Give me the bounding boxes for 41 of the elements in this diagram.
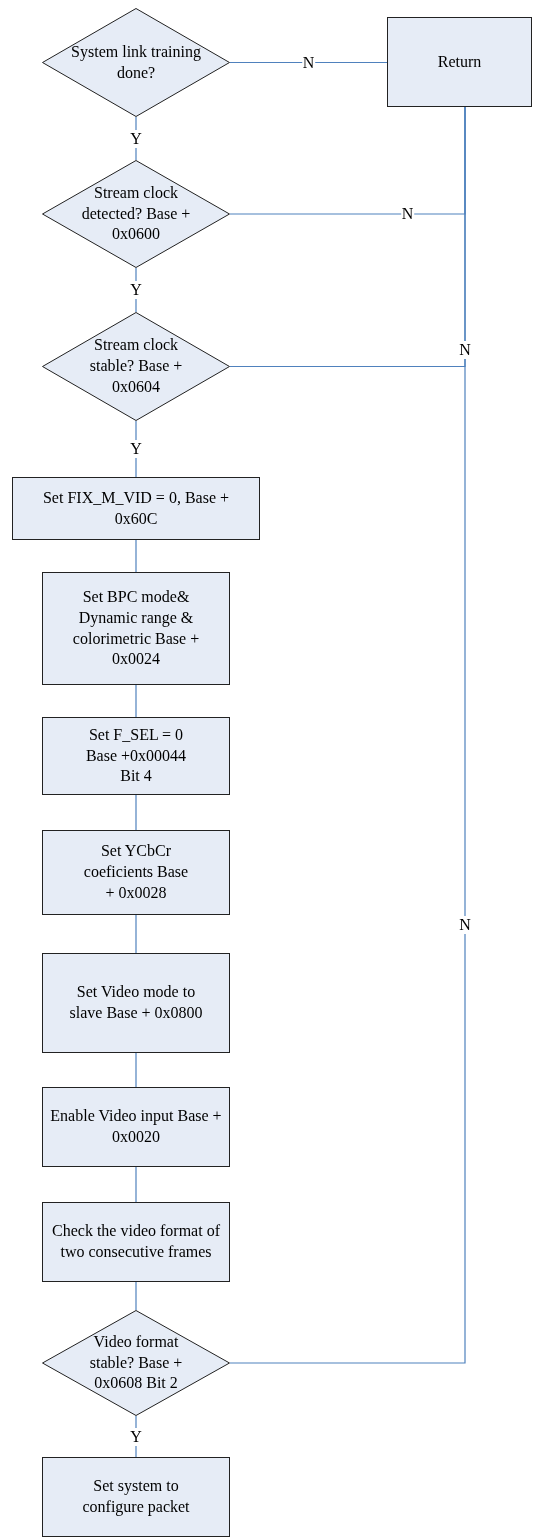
node-text: Video format stable? Base + 0x0608 Bit 2 [88, 1331, 184, 1394]
edge-label: Y [129, 1427, 143, 1446]
process-box [42, 1457, 230, 1537]
decision-diamond [42, 312, 230, 421]
node-text: Set Video mode to slave Base + 0x0800 [68, 982, 204, 1023]
process-box [387, 17, 532, 107]
process-box [42, 830, 230, 915]
edge-label: N [458, 341, 472, 359]
process-box [42, 717, 230, 795]
node-text: Set FIX_M_VID = 0, Base + 0x60C [41, 487, 230, 529]
connector-line [135, 539, 137, 573]
connector-line [229, 106, 466, 1364]
edge-label: Y [129, 281, 143, 299]
node-text: Set YCbCr coeficients Base + 0x0028 [82, 841, 190, 903]
connector-line [135, 794, 137, 831]
edge-label: Y [129, 129, 143, 148]
node-text: Check the video format of two consecutive frames [51, 1221, 221, 1262]
node-text: Return [437, 51, 482, 72]
process-box [42, 953, 230, 1053]
connector-line [135, 1052, 137, 1088]
node-text: Stream clock detected? Base + 0x0600 [80, 182, 192, 245]
connector-line [229, 61, 388, 64]
decision-diamond [42, 8, 230, 117]
decision-diamond [42, 160, 230, 268]
connector-line [135, 914, 137, 954]
connector-line [135, 1281, 137, 1311]
node-text: Set BPC mode& Dynamic range & colorimetric Base + 0x0024 [71, 586, 201, 670]
connector-line [135, 1166, 137, 1203]
node-text: Stream clock stable? Base + 0x0604 [88, 335, 184, 397]
connector-line [135, 684, 137, 718]
node-text: Enable Video input Base + 0x0020 [49, 1106, 223, 1147]
process-box [42, 1087, 230, 1167]
node-text: Set system to configure packet [81, 1476, 191, 1518]
edge-label: Y [129, 440, 143, 458]
decision-diamond [42, 1310, 230, 1416]
process-box [42, 572, 230, 685]
process-box [12, 477, 260, 540]
process-box [42, 1202, 230, 1282]
node-text: Set F_SEL = 0 Base +0x00044 Bit 4 [84, 724, 188, 787]
edge-label: N [458, 916, 472, 934]
node-text: System link training done? [70, 41, 202, 83]
